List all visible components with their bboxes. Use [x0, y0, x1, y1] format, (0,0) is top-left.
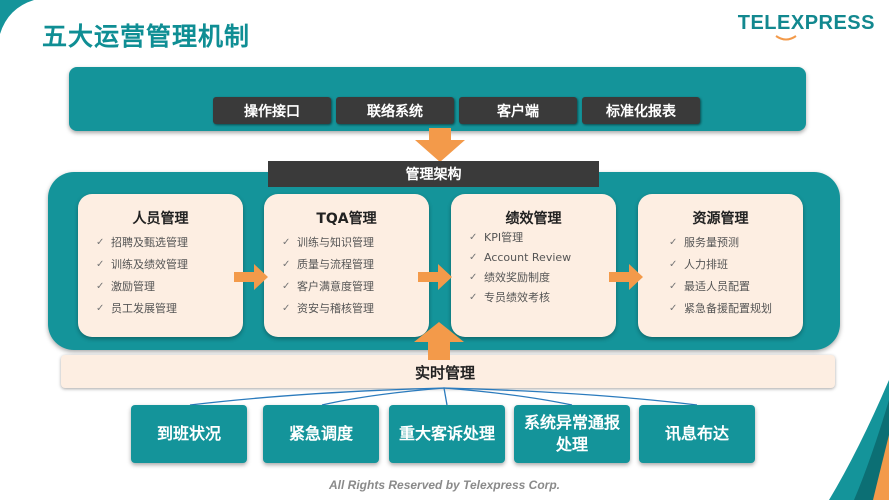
system-anomaly-box: 系统异常通报处理 [514, 405, 630, 463]
operation-interface-button[interactable]: 操作接口 [213, 97, 331, 124]
logo-swoosh-icon [775, 35, 797, 41]
check-icon: ✓ [669, 281, 678, 292]
list-item: ✓员工发展管理 [96, 298, 188, 320]
check-icon: ✓ [282, 237, 291, 248]
check-icon: ✓ [282, 303, 291, 314]
emergency-dispatch-box: 紧急调度 [263, 405, 379, 463]
up-arrow-icon [414, 322, 464, 360]
list-item: ✓客户满意度管理 [282, 276, 374, 298]
contact-system-button[interactable]: 联络系统 [336, 97, 454, 124]
list-item: ✓人力排班 [669, 254, 772, 276]
check-icon: ✓ [282, 259, 291, 270]
corner-decoration [0, 0, 34, 34]
check-icon: ✓ [469, 252, 478, 263]
card-title: TQA管理 [316, 211, 377, 227]
check-icon: ✓ [96, 303, 105, 314]
down-arrow-icon [415, 128, 465, 162]
check-icon: ✓ [469, 292, 478, 303]
check-icon: ✓ [96, 259, 105, 270]
realtime-management-label: 实时管理 [414, 364, 475, 382]
list-item: ✓训练及绩效管理 [96, 254, 188, 276]
card-personnel-management: 人员管理 ✓招聘及甄选管理 ✓训练及绩效管理 ✓激励管理 ✓员工发展管理 [78, 194, 243, 337]
list-item: ✓Account Review [469, 248, 571, 268]
card-performance-management: 绩效管理 ✓KPI管理 ✓Account Review ✓绩效奖励制度 ✓专员绩… [451, 194, 616, 337]
right-arrow-icon [609, 264, 643, 290]
company-logo: TELEXPRESS [737, 12, 875, 34]
list-item: ✓招聘及甄选管理 [96, 232, 188, 254]
list-item: ✓训练与知识管理 [282, 232, 374, 254]
right-arrow-icon [234, 264, 268, 290]
list-item: ✓激励管理 [96, 276, 188, 298]
check-icon: ✓ [669, 259, 678, 270]
list-item: ✓资安与稽核管理 [282, 298, 374, 320]
check-icon: ✓ [469, 272, 478, 283]
card-resource-management: 资源管理 ✓服务量预测 ✓人力排班 ✓最适人员配置 ✓紧急备援配置规划 [638, 194, 803, 337]
check-icon: ✓ [96, 237, 105, 248]
realtime-management-bar [61, 355, 835, 388]
check-icon: ✓ [282, 281, 291, 292]
check-icon: ✓ [669, 237, 678, 248]
standard-report-button[interactable]: 标准化报表 [582, 97, 700, 124]
list-item: ✓质量与流程管理 [282, 254, 374, 276]
major-complaint-box: 重大客诉处理 [389, 405, 505, 463]
list-item: ✓紧急备援配置规划 [669, 298, 772, 320]
list-item: ✓服务量预测 [669, 232, 772, 254]
card-title: 人员管理 [132, 211, 189, 227]
attendance-status-box: 到班状况 [131, 405, 247, 463]
copyright-footer: All Rights Reserved by Telexpress Corp. [329, 478, 560, 492]
corner-decoration [829, 380, 889, 500]
message-broadcast-box: 讯息布达 [639, 405, 755, 463]
check-icon: ✓ [469, 232, 478, 243]
right-arrow-icon [418, 264, 452, 290]
card-tqa-management: TQA管理 ✓训练与知识管理 ✓质量与流程管理 ✓客户满意度管理 ✓资安与稽核管… [264, 194, 429, 337]
architecture-label: 管理架构 [268, 161, 599, 187]
list-item: ✓KPI管理 [469, 228, 571, 248]
list-item: ✓最适人员配置 [669, 276, 772, 298]
check-icon: ✓ [96, 281, 105, 292]
list-item: ✓专员绩效考核 [469, 288, 571, 308]
page-title: 五大运营管理机制 [42, 22, 251, 51]
list-item: ✓绩效奖励制度 [469, 268, 571, 288]
check-icon: ✓ [669, 303, 678, 314]
card-title: 绩效管理 [505, 211, 562, 227]
client-button[interactable]: 客户端 [459, 97, 577, 124]
card-title: 资源管理 [692, 211, 749, 227]
